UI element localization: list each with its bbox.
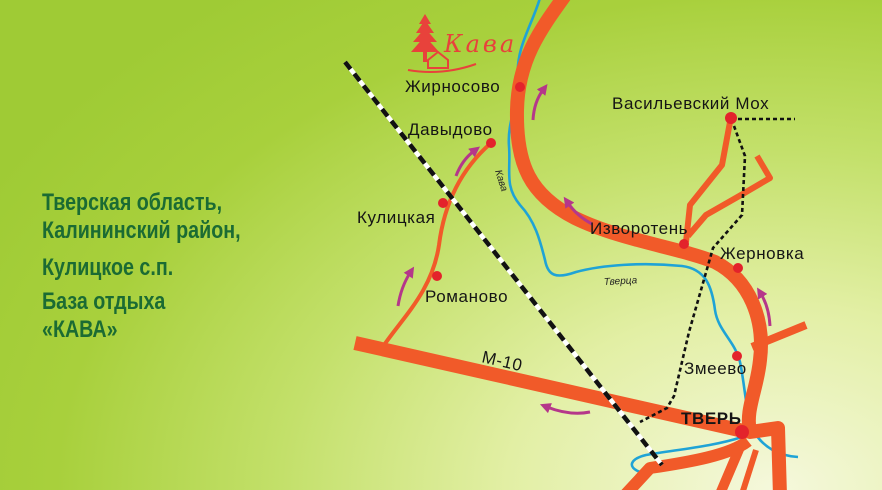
place-dot-vasilevsky-mokh <box>725 112 737 124</box>
logo: Кава <box>407 14 517 73</box>
tree-house-icon <box>407 14 477 73</box>
label-davydovo: Давыдово <box>408 120 493 139</box>
route-arrow <box>757 287 772 327</box>
place-dot-zhirnosovo <box>515 82 525 92</box>
railways <box>343 60 795 467</box>
route-arrows <box>396 83 772 415</box>
info-region: Тверская область, <box>42 189 223 216</box>
place-dot-romanovo <box>432 271 442 281</box>
vasilevsky-road <box>683 121 733 243</box>
tver-southwest-road <box>621 436 752 490</box>
tvertsa-river-west <box>630 435 743 474</box>
highways <box>353 0 787 490</box>
tver-south-road-2 <box>740 449 759 490</box>
label-tver: ТВЕРЬ <box>681 409 742 428</box>
label-zhirnosovo: Жирносово <box>405 77 500 96</box>
place-labels: Жирносово Давыдово Васильевский Мох Кули… <box>357 77 804 428</box>
place-dot-izvoroten <box>679 239 689 249</box>
tver-south-road <box>716 445 745 490</box>
label-zhernovka: Жерновка <box>720 244 804 263</box>
route-arrow <box>454 146 481 177</box>
narrow-railway-south <box>639 125 747 424</box>
place-dot-zmeevo <box>732 351 742 361</box>
place-dot-davydovo <box>486 138 496 148</box>
info-base-label: База отдыха <box>42 288 166 315</box>
place-dot-kulitskaya <box>438 198 448 208</box>
settlement-dots <box>432 82 749 439</box>
label-vasilevsky-mokh: Васильевский Мох <box>612 94 769 113</box>
info-settlement: Кулицкое с.п. <box>42 254 174 281</box>
vasilevsky-branch-road <box>685 154 773 238</box>
logo-text: Кава <box>443 30 517 58</box>
label-river-kava: Кава <box>492 169 509 194</box>
main-highway <box>509 0 787 490</box>
label-izvoroten: Изворотень <box>590 219 688 238</box>
info-base-name: «КАВА» <box>42 316 118 343</box>
info-district: Калининский район, <box>42 217 241 244</box>
railway-line <box>343 60 664 467</box>
label-kulitskaya: Кулицкая <box>357 208 435 227</box>
kulitskaya-road <box>380 141 493 350</box>
m10-highway <box>353 336 750 439</box>
place-dot-zhernovka <box>733 263 743 273</box>
label-romanovo: Романово <box>425 287 508 306</box>
route-arrow <box>563 196 593 226</box>
place-dot-tver <box>735 425 749 439</box>
route-arrow <box>531 83 548 121</box>
route-arrow <box>396 266 415 307</box>
label-zmeevo: Змеево <box>684 359 747 378</box>
route-arrow <box>539 403 591 415</box>
label-river-tvertsa: Тверца <box>604 275 638 288</box>
